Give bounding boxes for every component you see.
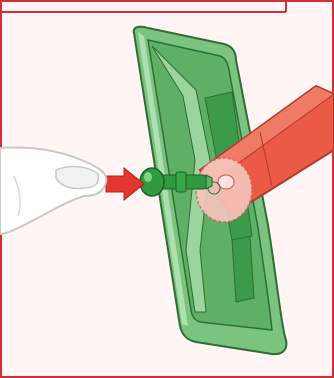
arm-end-translucent [196, 158, 252, 222]
fingernail [56, 167, 98, 189]
rivet-collar [176, 172, 186, 192]
rivet-head [140, 168, 164, 196]
housing-slot [232, 236, 254, 302]
rivet-tip [206, 175, 212, 189]
rivet-head-shine [144, 172, 152, 182]
